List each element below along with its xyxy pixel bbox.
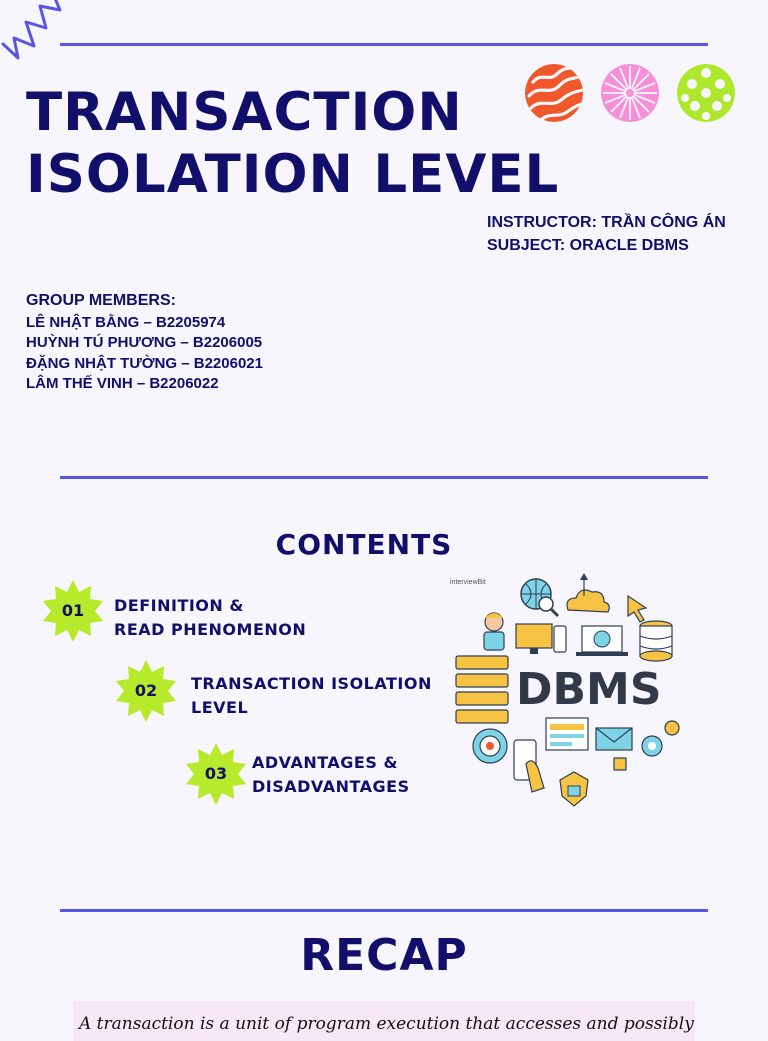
contents-item-line: DISADVANTAGES: [252, 776, 410, 796]
page-title: TRANSACTION ISOLATION LEVEL: [26, 82, 559, 206]
contents-number: 03: [204, 764, 228, 783]
member-item: ĐẶNG NHẬT TƯỜNG – B2206021: [26, 354, 263, 372]
members-heading: GROUP MEMBERS:: [26, 292, 176, 309]
wave-circle-icon: [525, 64, 583, 122]
subject-label: SUBJECT: ORACLE DBMS: [487, 237, 689, 254]
member-item: LÊ NHẬT BẰNG – B2205974: [26, 313, 226, 331]
squiggle-decoration: [1, 0, 62, 60]
starburst-circle-icon: [601, 64, 659, 122]
contents-number: 02: [134, 681, 158, 700]
instructor-label: INSTRUCTOR: TRẦN CÔNG ÁN: [487, 214, 726, 231]
contents-item-line: DEFINITION &: [114, 596, 244, 615]
starburst-badge-icon: [186, 743, 246, 805]
contents-item-line: ADVANTAGES &: [252, 753, 398, 772]
contents-title: CONTENTS: [275, 528, 453, 561]
instructor-info: INSTRUCTOR: TRẦN CÔNG ÁN SUBJECT: ORACLE…: [487, 211, 726, 257]
dbms-label: DBMS: [516, 664, 662, 715]
brand-label: interviewBit: [450, 579, 486, 586]
recap-text: A transaction is a unit of program execu…: [79, 1014, 694, 1034]
dbms-illustration: interviewBit DBMS: [450, 573, 680, 807]
title-line-2: ISOLATION LEVEL: [26, 144, 560, 205]
contents-badge-3: 03: [183, 741, 249, 807]
starburst-badge-icon: [116, 660, 176, 722]
contents-badge-1: 01: [40, 578, 106, 644]
polka-dot-circle-icon: [677, 64, 735, 122]
member-item: HUỲNH TÚ PHƯƠNG – B2206005: [26, 334, 263, 351]
contents-item-line: TRANSACTION ISOLATION: [191, 674, 432, 693]
group-members: GROUP MEMBERS: LÊ NHẬT BẰNG – B2205974 H…: [26, 291, 263, 395]
contents-item-line: READ PHENOMENON: [114, 619, 307, 639]
contents-item-3[interactable]: ADVANTAGES & DISADVANTAGES: [252, 751, 410, 798]
member-item: LÂM THẾ VINH – B2206022: [26, 375, 219, 392]
contents-badge-2: 02: [113, 658, 179, 724]
contents-item-line: LEVEL: [191, 697, 249, 717]
starburst-badge-icon: [43, 580, 103, 642]
section-divider-1: [60, 476, 708, 479]
section-divider-2: [60, 909, 708, 912]
recap-box: A transaction is a unit of program execu…: [73, 1001, 695, 1041]
recap-title: RECAP: [300, 930, 468, 981]
top-divider: [60, 43, 708, 46]
contents-item-2[interactable]: TRANSACTION ISOLATION LEVEL: [191, 672, 432, 719]
contents-number: 01: [61, 601, 85, 620]
title-line-1: TRANSACTION: [26, 82, 463, 143]
contents-item-1[interactable]: DEFINITION & READ PHENOMENON: [114, 594, 306, 641]
